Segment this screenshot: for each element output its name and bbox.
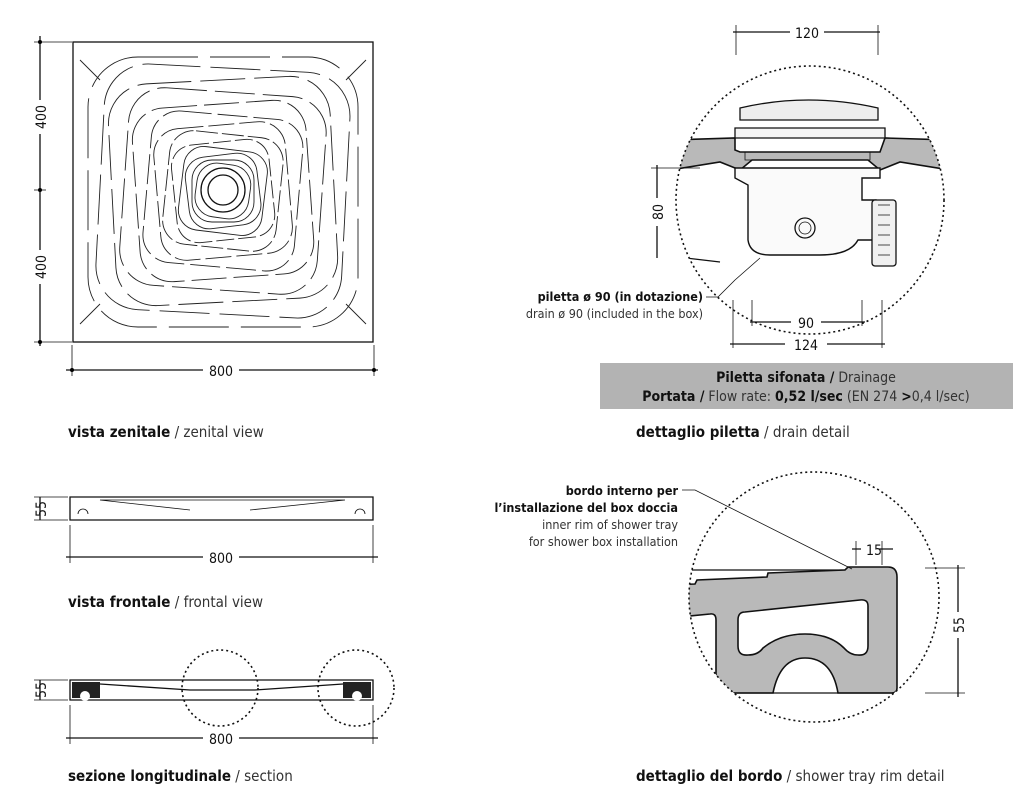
rim-label-en-2: for shower box installation bbox=[529, 534, 678, 549]
drainage-info-box: Piletta sifonata / Drainage Portata / Fl… bbox=[600, 363, 1013, 409]
rim-detail: bordo interno per l’installazione del bo… bbox=[494, 471, 968, 785]
dim-55-section: 55 bbox=[34, 682, 50, 698]
dim-55-rim: 55 bbox=[952, 617, 968, 633]
drain-hole bbox=[207, 174, 239, 206]
drain-outer-ring bbox=[200, 167, 246, 213]
caption-frontal-view: vista frontale / frontal view bbox=[68, 593, 263, 611]
caption-rim-detail: dettaglio del bordo / shower tray rim de… bbox=[636, 767, 945, 785]
caption-section-view: sezione longitudinale / section bbox=[68, 767, 293, 785]
dim-80: 80 bbox=[651, 204, 667, 220]
drain-detail-circle bbox=[675, 65, 945, 335]
dim-800-section: 800 bbox=[209, 732, 233, 748]
zenital-dimensions: 400 400 800 bbox=[32, 36, 378, 380]
rim-detail-callout-circle bbox=[317, 649, 395, 727]
rim-label-it-1: bordo interno per bbox=[566, 483, 679, 498]
dim-120: 120 bbox=[795, 26, 819, 42]
caption-zenital-view: vista zenitale / zenital view bbox=[68, 423, 264, 441]
rim-detail-circle bbox=[688, 471, 940, 723]
drain-label-it: piletta ø 90 (in dotazione) bbox=[538, 289, 703, 304]
dim-400-top: 400 bbox=[34, 105, 50, 129]
slope-contours bbox=[79, 56, 367, 328]
dim-124: 124 bbox=[794, 338, 818, 354]
section-view: 55 800 sezione longitudinale / section bbox=[34, 649, 395, 785]
svg-text:Portata / Flow rate: 0,52 l/se: Portata / Flow rate: 0,52 l/sec (EN 274 … bbox=[642, 389, 969, 405]
dim-15: 15 bbox=[866, 543, 882, 559]
rim-label-en-1: inner rim of shower tray bbox=[542, 517, 678, 532]
tray-outline bbox=[72, 41, 374, 343]
zenital-view: 400 400 800 vista zenitale / zenital vie… bbox=[32, 36, 378, 441]
caption-drain-detail: dettaglio piletta / drain detail bbox=[636, 423, 850, 441]
rim-leader-line bbox=[682, 489, 853, 570]
rim-label-it-2: l’installazione del box doccia bbox=[494, 500, 678, 515]
dim-55-frontal: 55 bbox=[34, 501, 50, 517]
drain-detail-callout-circle bbox=[181, 649, 259, 727]
dim-400-bottom: 400 bbox=[34, 255, 50, 279]
dim-800-frontal: 800 bbox=[209, 551, 233, 567]
drain-detail: 120 80 90 124 piletta ø 90 (in dotazione… bbox=[526, 22, 1013, 441]
drain-label-en: drain ø 90 (included in the box) bbox=[526, 306, 703, 321]
dim-800-zenital: 800 bbox=[209, 364, 233, 380]
svg-text:Piletta sifonata / Drainage: Piletta sifonata / Drainage bbox=[716, 370, 896, 386]
frontal-outline bbox=[69, 496, 374, 521]
frontal-view: 55 800 vista frontale / frontal view bbox=[34, 496, 378, 611]
dim-90: 90 bbox=[798, 316, 814, 332]
